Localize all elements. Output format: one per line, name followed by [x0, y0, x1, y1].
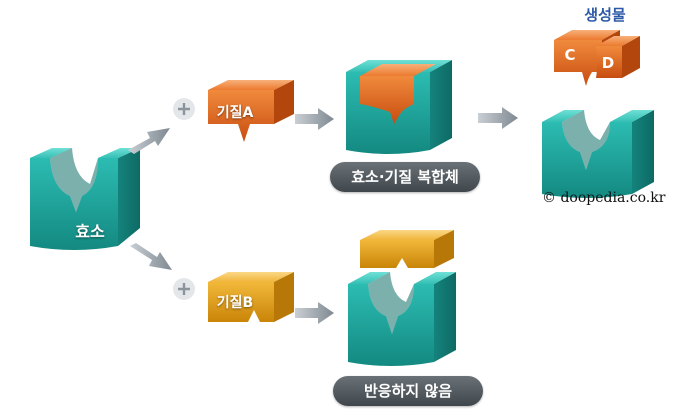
- enzyme-label: 효소: [75, 222, 105, 241]
- arrow-to-products: [478, 107, 518, 129]
- complex-block: [346, 60, 452, 154]
- product-d-block: [596, 36, 640, 78]
- copyright-credit: © doopedia.co.kr: [542, 190, 666, 206]
- plus-icon: [173, 98, 195, 120]
- arrow-to-substrate-a: [128, 128, 170, 154]
- enzyme-block: [30, 148, 140, 250]
- substrate-a-block: [208, 80, 294, 142]
- enzyme-unbound-block: [348, 272, 456, 366]
- substrate-b-label: 기질B: [216, 295, 254, 311]
- enzyme-released-block: [542, 110, 654, 198]
- substrate-a-label: 기질A: [216, 105, 254, 121]
- arrow-to-substrate-b: [130, 243, 172, 270]
- substrate-b-rejected-block: [360, 230, 454, 268]
- complex-label: 효소·기질 복합체: [330, 162, 480, 192]
- products-title: 생성물: [584, 6, 626, 24]
- product-d-label: D: [601, 54, 615, 72]
- arrow-to-no-reaction: [295, 302, 334, 324]
- plus-icon: [173, 278, 195, 300]
- product-c-label: C: [564, 46, 576, 64]
- substrate-b-block: [208, 272, 294, 322]
- arrow-to-complex: [295, 108, 334, 130]
- no-reaction-label: 반응하지 않음: [333, 376, 483, 406]
